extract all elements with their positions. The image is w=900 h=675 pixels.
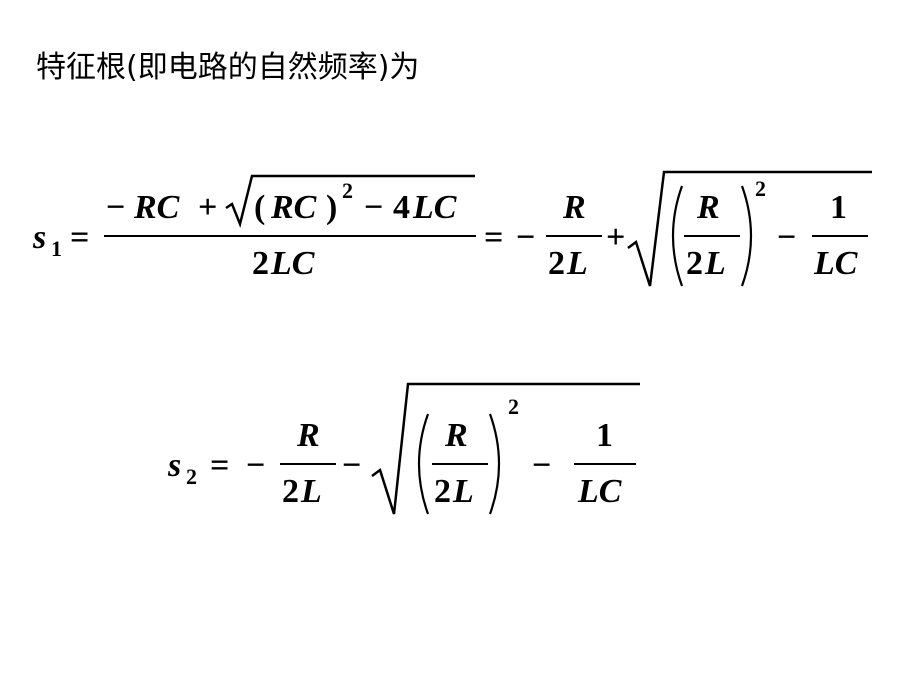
s1-rad-lparen: ( bbox=[254, 189, 265, 226]
s1-f1-num: R bbox=[562, 189, 586, 226]
heading-text: 特征根(即电路的自然频率)为 bbox=[36, 50, 420, 85]
s1-f2-den: LC bbox=[813, 245, 858, 282]
s2-in-exp: 2 bbox=[508, 394, 519, 419]
s2-in-den-two: 2 bbox=[434, 473, 451, 510]
s2-inner-lparen bbox=[417, 413, 430, 515]
s1-num-minus: − bbox=[106, 189, 125, 226]
s1-rad-rparen: ) bbox=[326, 189, 337, 226]
s1-eq2: = bbox=[484, 219, 503, 256]
s1-in-den-two: 2 bbox=[686, 245, 703, 282]
s2-f1-den-two: 2 bbox=[282, 473, 299, 510]
s1-minus: − bbox=[516, 219, 535, 256]
s1-f2-num: 1 bbox=[830, 189, 847, 226]
s2-in-num: R bbox=[444, 417, 468, 454]
s2-var: s bbox=[167, 447, 181, 484]
s1-rad-lc: LC bbox=[412, 189, 457, 226]
s2-sub: 2 bbox=[186, 464, 197, 489]
s1-plus: + bbox=[606, 219, 625, 256]
s1-den-two: 2 bbox=[252, 245, 269, 282]
s2-in-den-l: L bbox=[452, 473, 474, 510]
s2-in-minus: − bbox=[532, 447, 551, 484]
s1-den-lc: LC bbox=[270, 245, 315, 282]
s1-rad-minus: − bbox=[364, 189, 383, 226]
s1-num-plus: + bbox=[198, 189, 217, 226]
s1-inner-lparen bbox=[671, 185, 684, 287]
s1-rad-exp: 2 bbox=[342, 178, 353, 203]
s1-eq: = bbox=[70, 219, 89, 256]
s1-sub: 1 bbox=[51, 236, 62, 261]
s2-eq: = bbox=[210, 447, 229, 484]
s1-in-exp: 2 bbox=[755, 176, 766, 201]
s1-big-sqrt bbox=[627, 170, 872, 287]
s1-f1-den-two: 2 bbox=[548, 245, 565, 282]
s1-in-den-l: L bbox=[704, 245, 726, 282]
s1-inner-rparen bbox=[740, 185, 753, 287]
equation-s2: s 2 = − R 2 L − R 2 L 2 − 1 LC bbox=[167, 382, 640, 515]
s1-var: s bbox=[32, 219, 46, 256]
s2-f1-den-l: L bbox=[300, 473, 322, 510]
s2-f2-num: 1 bbox=[596, 417, 613, 454]
s2-f2-den: LC bbox=[577, 473, 622, 510]
s1-num-rc: RC bbox=[133, 189, 180, 226]
s1-rad-four: 4 bbox=[393, 189, 410, 226]
s1-rad-rc: RC bbox=[270, 189, 317, 226]
s2-minus2: − bbox=[342, 447, 361, 484]
s1-f1-den-l: L bbox=[566, 245, 588, 282]
s1-num-sqrt bbox=[225, 174, 475, 229]
s2-inner-rparen bbox=[488, 413, 501, 515]
s2-big-sqrt bbox=[371, 382, 640, 515]
s1-in-num: R bbox=[696, 189, 720, 226]
s2-minus: − bbox=[246, 447, 265, 484]
s2-f1-num: R bbox=[296, 417, 320, 454]
s1-in-minus: − bbox=[777, 219, 796, 256]
